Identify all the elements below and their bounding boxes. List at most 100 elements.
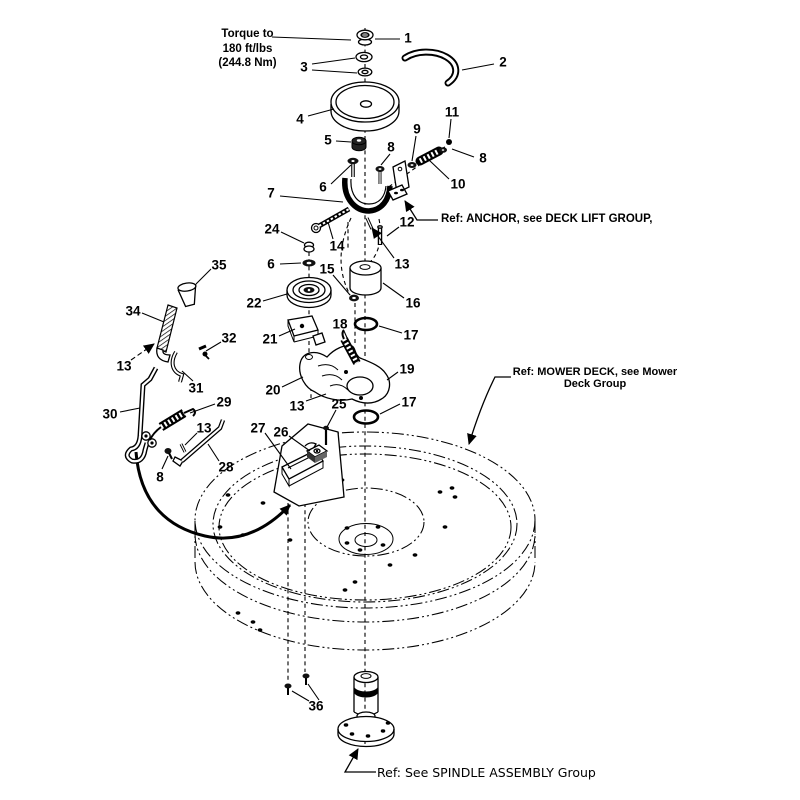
- spindle-assembly: [337, 670, 395, 748]
- leader-line-11: [448, 118, 452, 139]
- deck-bolt-holes: [344, 525, 386, 552]
- leader-line-8: [161, 455, 169, 470]
- leader-line-26: [288, 435, 311, 452]
- callout-35: 35: [211, 258, 227, 273]
- leader-line-36: [307, 683, 320, 701]
- callout-7: 7: [267, 186, 275, 201]
- callout-6: 6: [267, 257, 275, 272]
- callout-3: 3: [300, 60, 308, 75]
- leader-line-3: [311, 57, 356, 65]
- callout-9: 9: [413, 122, 421, 137]
- part-spacer-16: [349, 260, 382, 296]
- callout-13: 13: [196, 421, 212, 436]
- callout-18: 18: [332, 317, 348, 332]
- part-cotter-pin-13-left: [179, 443, 187, 453]
- leader-line-27: [264, 432, 292, 470]
- part-nut-24: [303, 241, 315, 253]
- part-o-ring-17a: [353, 316, 379, 332]
- leader-line-10: [428, 159, 450, 180]
- part-lift-arm-19: [299, 344, 391, 404]
- callout-1: 1: [404, 31, 412, 46]
- part-nut-8b: [439, 147, 447, 153]
- leader-line-3: [311, 69, 358, 74]
- leader-line-13: [130, 343, 155, 361]
- callout-13: 13: [394, 257, 410, 272]
- torque-note: Torque to 180 ft/lbs (244.8 Nm): [218, 28, 277, 70]
- leader-line-31: [181, 370, 194, 382]
- spindle-mount-ring: [338, 523, 394, 555]
- leader-line-32: [205, 341, 222, 352]
- callout-21: 21: [262, 332, 278, 347]
- part-belt-2: [401, 48, 460, 87]
- callout-17: 17: [401, 395, 416, 410]
- leader-line-34: [141, 312, 165, 323]
- callout-15: 15: [319, 262, 335, 277]
- part-bolt-14: [310, 206, 351, 234]
- leader-line-25: [326, 409, 337, 428]
- callout-36: 36: [308, 699, 324, 714]
- callout-27: 27: [250, 421, 265, 436]
- leader-line-8: [380, 153, 391, 166]
- leader-line-30: [119, 407, 141, 413]
- part-rod-28: [172, 419, 226, 467]
- leader-line-16: [382, 282, 405, 299]
- spindle-ref-label: Ref: See SPINDLE ASSEMBLY Group: [377, 765, 596, 780]
- part-anchor-bracket: [387, 160, 410, 201]
- part-spacer-block-26: [304, 442, 329, 463]
- part-bolt-8-left: [164, 448, 173, 460]
- leader-line-17: [378, 325, 403, 334]
- part-pulley-4: [330, 81, 400, 132]
- part-eyelets: [141, 431, 157, 448]
- callout-13: 13: [116, 359, 132, 374]
- leader-line-35: [195, 268, 212, 285]
- callout-11: 11: [445, 105, 460, 120]
- part-bolt-6a: [347, 157, 359, 177]
- callout-34: 34: [125, 304, 141, 319]
- callout-22: 22: [246, 296, 261, 311]
- leader-line-29: [189, 403, 216, 414]
- callout-4: 4: [296, 112, 304, 127]
- part-spacer-5: [351, 136, 367, 152]
- part-idler-pulley-22: [286, 276, 332, 309]
- leader-line-13: [184, 432, 198, 446]
- leader-line-4: [307, 108, 335, 117]
- part-spring-29: [149, 407, 196, 441]
- part-lever-34: [156, 304, 178, 363]
- part-bracket-21: [287, 315, 326, 346]
- mower-deck-ref-leader: [467, 376, 511, 445]
- part-pin-32: [198, 344, 210, 360]
- part-nut-9: [407, 162, 417, 168]
- leader-line-20: [281, 376, 304, 388]
- callout-29: 29: [216, 395, 231, 410]
- callout-31: 31: [188, 381, 204, 396]
- spindle-flange-holes: [343, 721, 391, 738]
- leader-line-8: [451, 148, 475, 158]
- part-knob-35: [177, 282, 197, 308]
- part-ball-11: [446, 139, 452, 145]
- anchor-ref-label: Ref: ANCHOR, see DECK LIFT GROUP,: [441, 213, 653, 225]
- leader-line-22: [262, 293, 288, 302]
- leader-line-9: [411, 135, 417, 162]
- leader-line-13: [305, 393, 327, 402]
- callout-19: 19: [399, 362, 414, 377]
- part-bracket-31: [170, 350, 185, 383]
- deck-center-hole: [354, 533, 378, 547]
- leader-line-14: [327, 221, 334, 240]
- callout-6: 6: [319, 180, 327, 195]
- leader-line-17: [379, 403, 401, 415]
- callout-32: 32: [221, 331, 236, 346]
- callout-28: 28: [218, 460, 234, 475]
- part-washer-6b: [302, 259, 316, 267]
- leader-line-24: [280, 231, 305, 244]
- leader-line-36: [291, 690, 310, 702]
- leader-line-15: [332, 274, 351, 296]
- callout-26: 26: [273, 425, 289, 440]
- callout-16: 16: [405, 296, 421, 311]
- part-spring-18: [340, 329, 361, 365]
- part-nut-8a: [375, 166, 385, 184]
- part-bolts-36: [284, 673, 310, 695]
- callout-8: 8: [479, 151, 487, 166]
